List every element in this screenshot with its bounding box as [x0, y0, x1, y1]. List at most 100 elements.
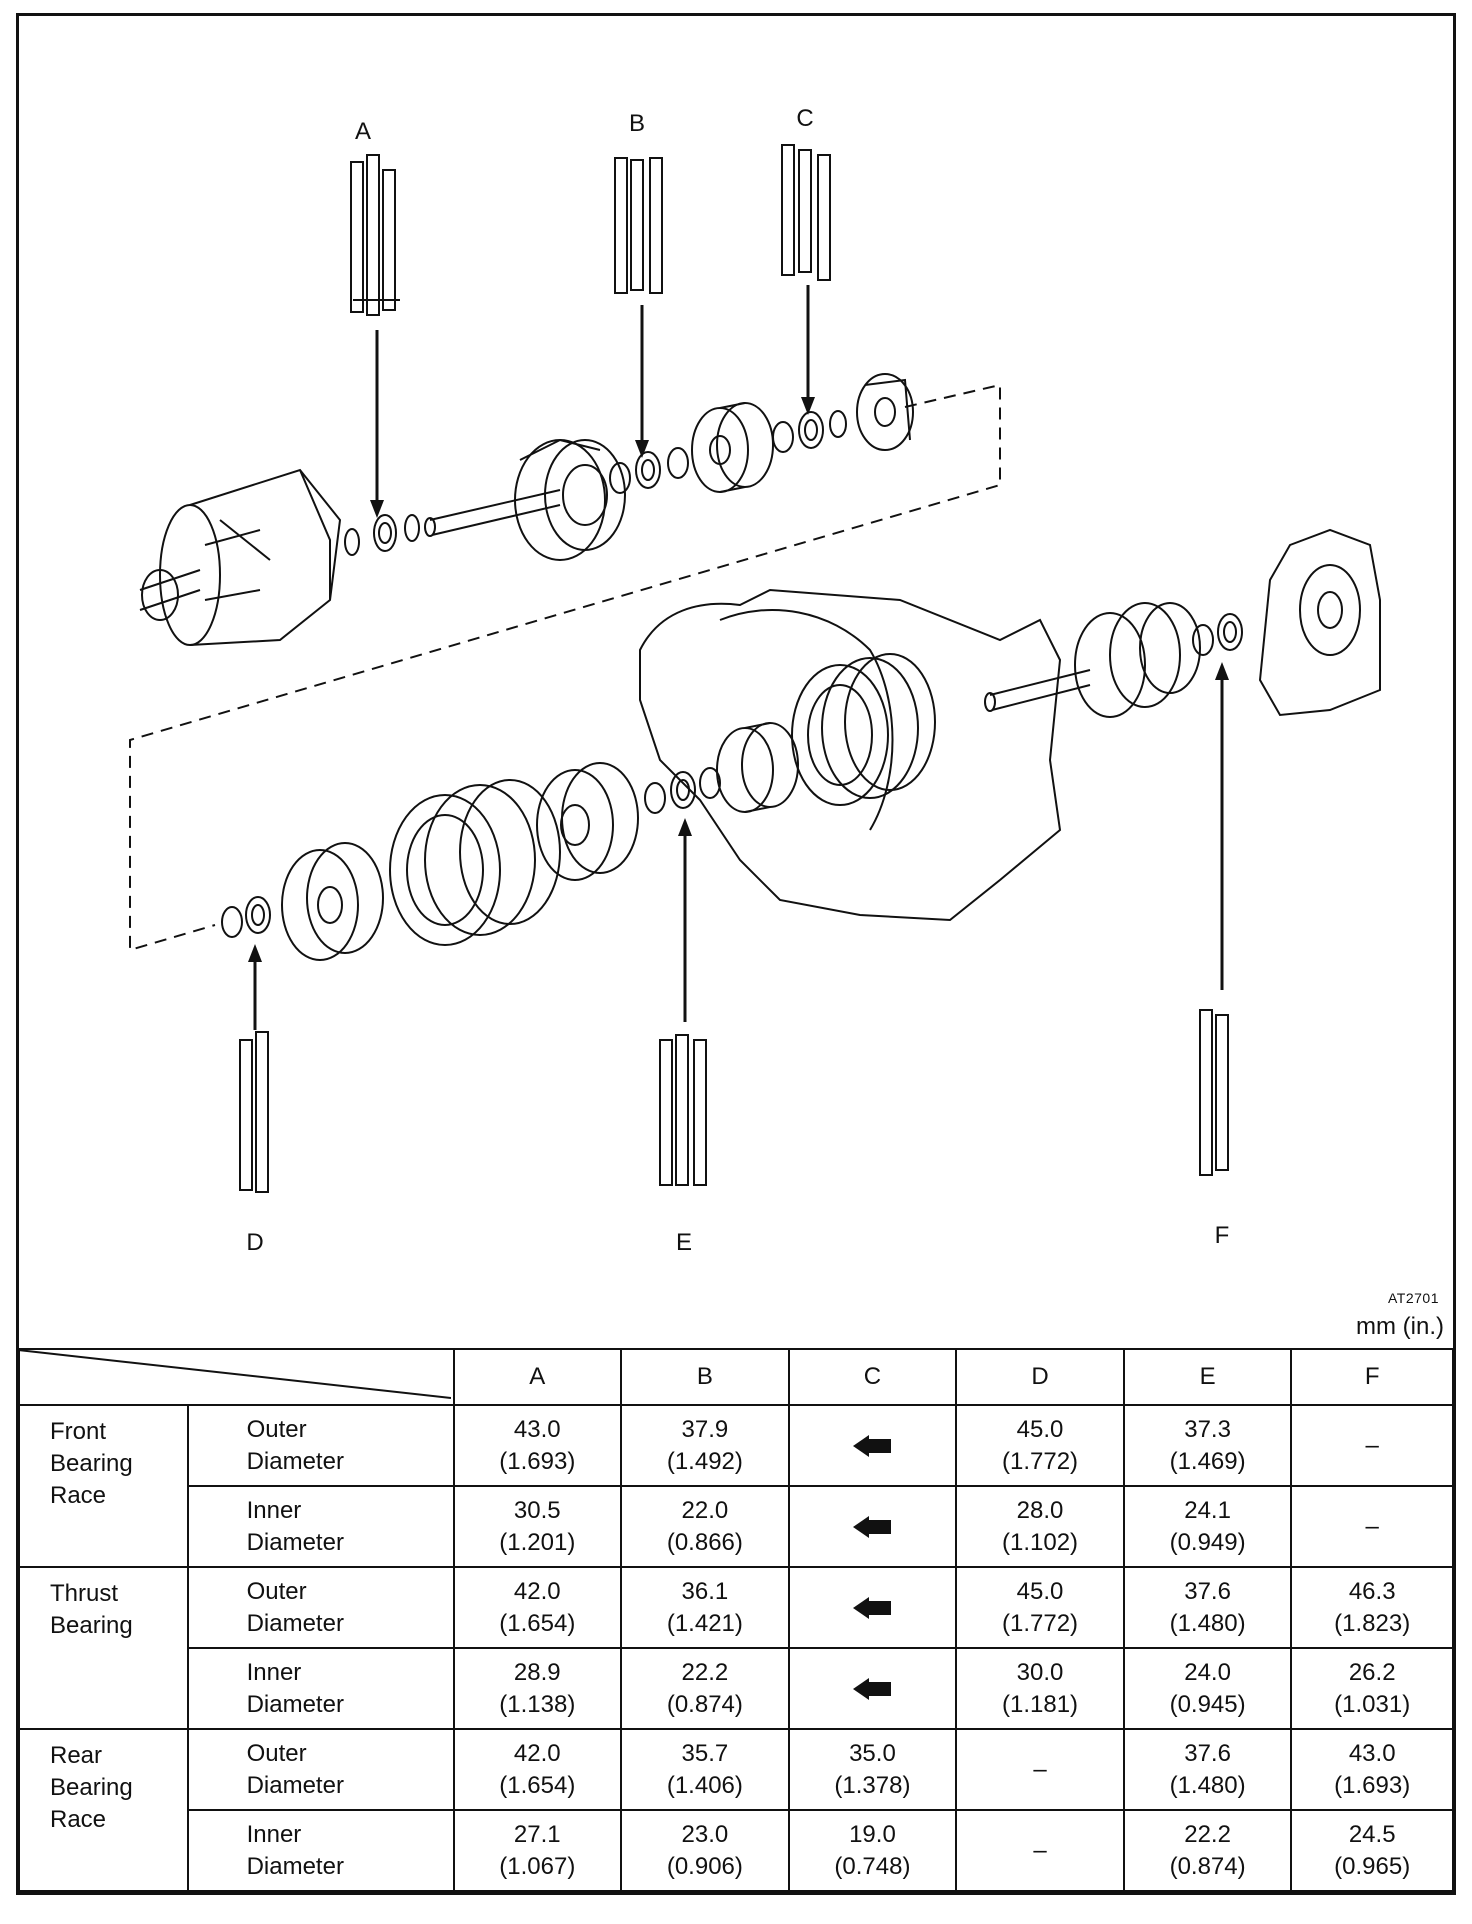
table-cell: 22.2(0.874)	[1122, 1809, 1293, 1892]
value-in: (1.654)	[499, 1771, 576, 1799]
table-cell: 26.2(1.031)	[1290, 1647, 1454, 1730]
table-cell: 45.0 (1.772)	[955, 1566, 1125, 1649]
value-mm: 46.3	[1348, 1577, 1396, 1605]
value-in: (1.469)	[1169, 1447, 1246, 1475]
value-mm: 22.0	[681, 1496, 729, 1524]
table-cell: 19.0 (0.748)	[787, 1809, 958, 1892]
table-cell	[787, 1404, 958, 1487]
hub-lower	[281, 842, 384, 961]
bearing-set-c	[772, 410, 847, 453]
row-sub-label: Inner Diameter	[186, 1647, 455, 1730]
table-cell: 22.0 (0.866)	[620, 1485, 790, 1568]
label-f: F	[1215, 1222, 1230, 1249]
row-sub-label-text: Outer Diameter	[246, 1415, 344, 1475]
table-cell: –	[955, 1728, 1125, 1811]
table-cell: 42.0(1.654)	[452, 1566, 623, 1649]
value-in: (0.866)	[666, 1528, 743, 1556]
label-d: D	[246, 1229, 263, 1256]
value-in: (0.874)	[666, 1690, 743, 1718]
bearing-set-a	[344, 514, 420, 556]
value-mm: 37.9	[681, 1415, 729, 1443]
row-sub-label-text: Outer Diameter	[246, 1577, 344, 1637]
table-row: Rear Bearing Race Outer Diameter 42.0 (1.65…	[18, 1728, 1454, 1892]
table-cell: –	[1290, 1404, 1454, 1487]
value-in: (1.823)	[1334, 1609, 1411, 1637]
transmission-case	[639, 588, 1062, 922]
table-cell	[787, 1566, 958, 1649]
value-mm: 22.2	[1184, 1820, 1231, 1848]
oil-pump-part	[139, 468, 342, 646]
value-in: (0.945)	[1169, 1690, 1246, 1718]
value-mm: 35.7	[681, 1739, 729, 1767]
table-cell: 37.6(1.480)	[1122, 1566, 1293, 1649]
ring-gear-lower	[716, 722, 799, 813]
label-e: E	[676, 1229, 692, 1256]
table-cell	[787, 1647, 958, 1730]
table-cell: 37.6(1.480)	[1122, 1728, 1293, 1811]
label-b: B	[629, 110, 645, 137]
value-mm: 45.0	[1016, 1577, 1064, 1605]
value-mm: 24.5	[1348, 1820, 1396, 1848]
table-cell: 42.0 (1.654)	[452, 1728, 623, 1811]
value-mm: 42.0	[513, 1739, 561, 1767]
value-in: (1.201)	[499, 1528, 576, 1556]
value-mm: 37.3	[1184, 1415, 1231, 1443]
row-sub-label: Inner Diameter	[186, 1809, 455, 1892]
label-a: A	[355, 118, 371, 145]
table-cell: 23.0 (0.906)	[620, 1809, 790, 1892]
dashed-connector-line	[129, 383, 1001, 952]
bearing-set-b	[609, 447, 689, 494]
row-sub-label-text: Outer Diameter	[246, 1739, 344, 1799]
table-cell: 45.0(1.772)	[955, 1404, 1125, 1487]
row-group-label: Rear Bearing Race	[18, 1728, 189, 1892]
value-mm: –	[1033, 1755, 1047, 1783]
value-in: (0.949)	[1169, 1528, 1246, 1556]
table-cell: 35.7(1.406)	[620, 1728, 790, 1811]
bearing-sketch-a	[350, 154, 400, 316]
label-c: C	[796, 105, 813, 132]
bearing-set-f	[1192, 613, 1243, 656]
value-in: (1.654)	[499, 1609, 576, 1637]
same-as-left-arrow-icon	[853, 1515, 892, 1538]
column-header: C	[787, 1348, 958, 1406]
planetary-gear-lower	[536, 762, 639, 881]
value-in: (1.492)	[666, 1447, 743, 1475]
table-cell: 24.5(0.965)	[1290, 1809, 1454, 1892]
same-as-left-arrow-icon	[853, 1596, 892, 1619]
figure-code: AT2701	[1388, 1290, 1439, 1306]
column-header: D	[955, 1348, 1125, 1406]
value-mm: 19.0	[849, 1820, 896, 1848]
value-mm: 23.0	[681, 1820, 729, 1848]
shaft-upper	[424, 489, 561, 537]
value-mm: 36.1	[681, 1577, 729, 1605]
value-in: (1.772)	[1002, 1447, 1079, 1475]
table-cell: 30.5(1.201)	[452, 1485, 623, 1568]
value-mm: –	[1365, 1431, 1379, 1459]
same-as-left-arrow-icon	[853, 1434, 892, 1457]
table-cell: 24.1(0.949)	[1122, 1485, 1293, 1568]
value-mm: 37.6	[1184, 1577, 1231, 1605]
table-cell: 36.1(1.421)	[620, 1566, 790, 1649]
value-mm: –	[1365, 1512, 1379, 1540]
value-mm: 43.0	[513, 1415, 561, 1443]
value-in: (0.748)	[834, 1852, 911, 1880]
table-cell: 22.2(0.874)	[620, 1647, 790, 1730]
value-in: (1.772)	[1002, 1609, 1079, 1637]
value-in: (0.906)	[666, 1852, 743, 1880]
same-as-left-arrow-icon	[853, 1677, 892, 1700]
column-header: E	[1122, 1348, 1293, 1406]
clutch-drum-lower	[389, 779, 561, 946]
value-mm: –	[1033, 1836, 1047, 1864]
table-cell: 27.1(1.067)	[452, 1809, 623, 1892]
row-group-label: Front Bearing Race	[18, 1404, 189, 1568]
rear-planetary	[1074, 602, 1201, 718]
corner-diagonal	[18, 1349, 451, 1399]
value-in: (1.031)	[1334, 1690, 1411, 1718]
